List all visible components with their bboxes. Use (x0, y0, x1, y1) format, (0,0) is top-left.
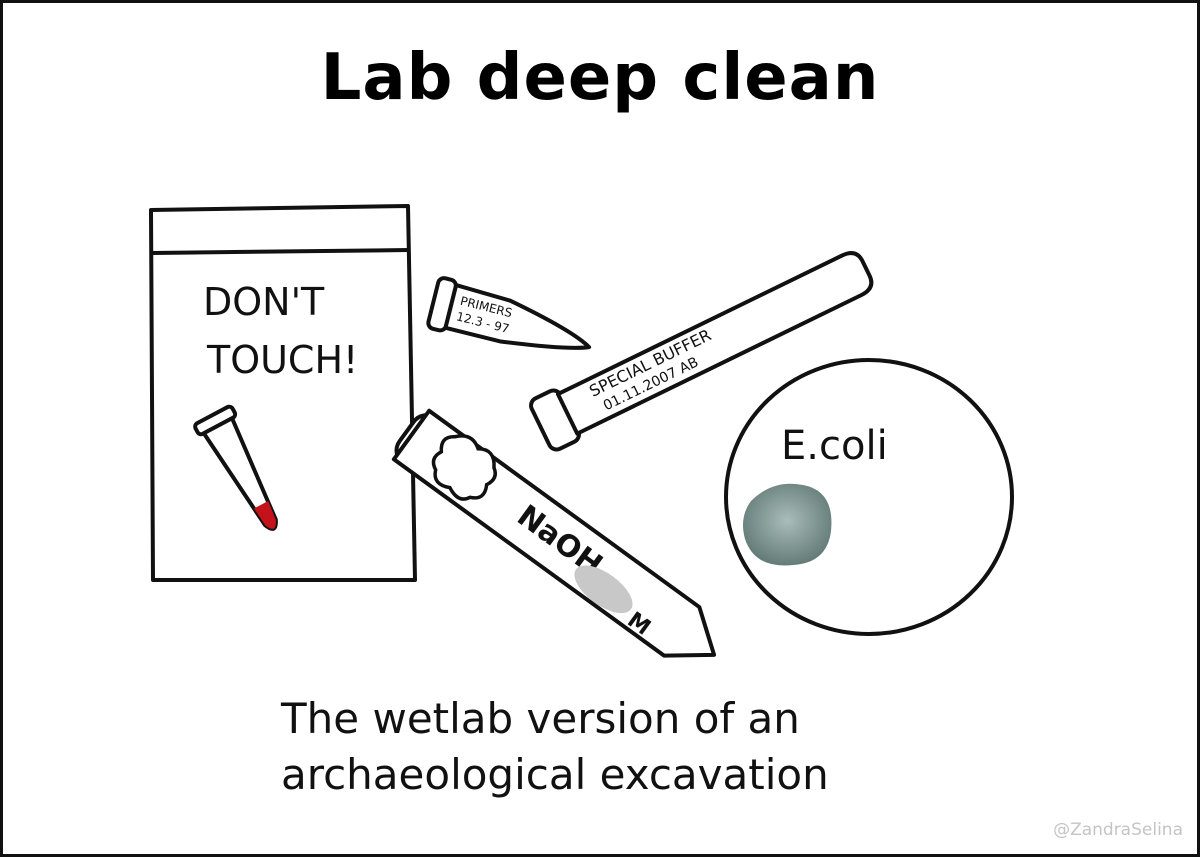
primers-tube: PRIMERS 12.3 - 97 (426, 276, 592, 350)
petri-label: E.coli (781, 423, 888, 469)
comic-caption: The wetlab version of an archaeological … (281, 691, 829, 803)
bag-label-line2: TOUCH! (206, 338, 358, 382)
petri-dish: E.coli (724, 358, 1014, 636)
ziplock-bag: DON'T TOUCH! (149, 204, 417, 582)
bacteria-colony (743, 483, 832, 566)
illustration: DON'T TOUCH! PRIMERS 12.3 - 97 SPECIAL B… (149, 204, 1014, 658)
naoh-tube: NaOH M (391, 408, 717, 658)
comic-title: Lab deep clean (320, 41, 880, 115)
smudge-mark (574, 565, 633, 614)
author-watermark: @ZandraSelina (1053, 820, 1183, 840)
bag-label-line1: DON'T (203, 280, 325, 324)
caption-line-2: archaeological excavation (281, 750, 829, 799)
bloody-sample-tube-icon (193, 404, 278, 531)
caption-line-1: The wetlab version of an (281, 694, 800, 743)
